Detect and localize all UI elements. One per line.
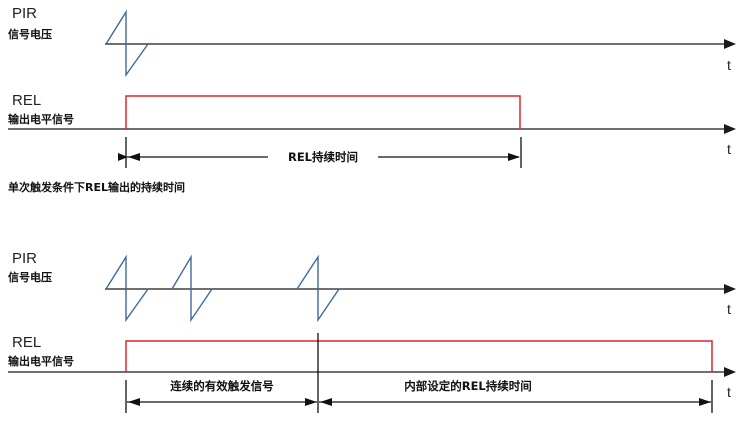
- pir-axis-arrow: [724, 39, 736, 49]
- rel-sub-label: 输出电平信号: [8, 112, 74, 126]
- pir-trigger-pulse: [105, 9, 149, 78]
- diagram-single-trigger: PIR 信号电压 t REL 输出电平信号 t REL持续时间 单次触发条件下R…: [8, 5, 736, 194]
- pir-axis-t-label-2: t: [727, 301, 731, 317]
- span-arrowhead-right: [508, 153, 520, 161]
- rel-axis-arrow-2: [724, 367, 736, 377]
- span1-arrowhead-left: [128, 398, 140, 406]
- span2-arrowhead-right: [699, 398, 711, 406]
- pir-label: PIR: [12, 5, 37, 22]
- pir-axis-t-label: t: [727, 57, 731, 73]
- rel-label: REL: [12, 92, 41, 109]
- span2-arrowhead-left: [320, 398, 332, 406]
- internal-rel-duration-label: 内部设定的REL持续时间: [404, 379, 532, 393]
- rel-axis-t-label: t: [727, 141, 731, 157]
- span-arrowhead-left: [128, 153, 140, 161]
- pir-sub-label: 信号电压: [8, 27, 52, 41]
- single-trigger-caption: 单次触发条件下REL输出的持续时间: [8, 180, 185, 194]
- rel-output-pulse: [125, 95, 521, 129]
- rel-sub-label-2: 输出电平信号: [8, 354, 74, 368]
- rel-duration-label: REL持续时间: [288, 150, 358, 164]
- rel-output-pulse-2: [125, 340, 713, 372]
- pir-axis-arrow-2: [724, 284, 736, 294]
- rel-axis-t-label-2: t: [727, 384, 731, 400]
- continuous-trigger-label: 连续的有效触发信号: [170, 379, 274, 393]
- diagram-repeated-trigger: PIR 信号电压 t REL 输出电平信号 t 连续的有效触发信号: [8, 250, 736, 413]
- pir-trigger-pulse-2: [171, 254, 213, 323]
- span1-arrowhead-right: [305, 398, 317, 406]
- pir-label-2: PIR: [12, 250, 37, 267]
- pir-sub-label-2: 信号电压: [8, 270, 52, 284]
- rel-axis-arrow: [724, 124, 736, 134]
- pir-trigger-pulse-3: [296, 254, 340, 323]
- pir-trigger-pulse-1: [105, 254, 149, 323]
- rel-label-2: REL: [12, 334, 41, 351]
